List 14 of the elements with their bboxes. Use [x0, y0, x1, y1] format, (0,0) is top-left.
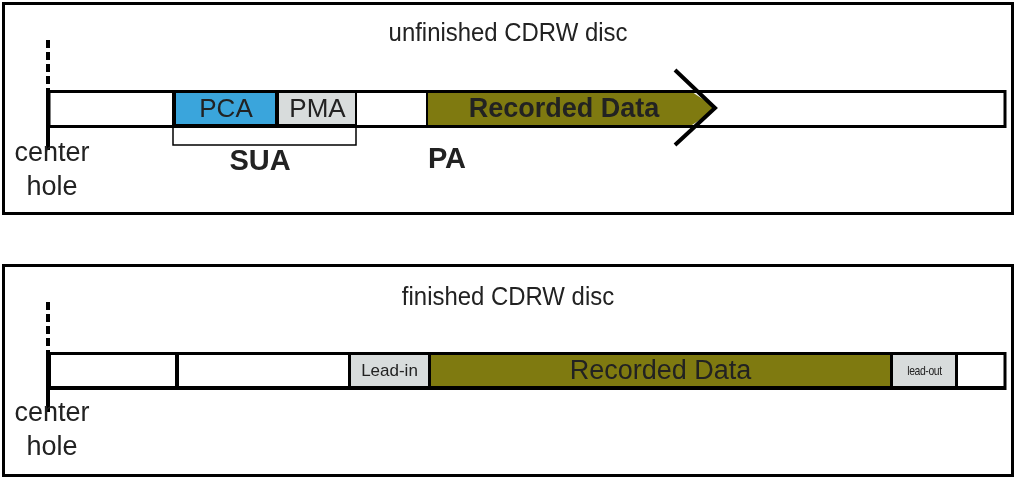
- segment-label: lead-out: [906, 363, 942, 378]
- part-label: center hole: [13, 136, 91, 203]
- segment-label: Recorded Data: [468, 93, 661, 124]
- segment-label: PCA: [199, 93, 253, 124]
- segment-label: PMA: [289, 93, 346, 124]
- panel-title: finished CDRW disc: [400, 281, 616, 312]
- diagram-panel: [2, 264, 1014, 477]
- segment-label: Recorded Data: [569, 355, 752, 386]
- panel-title: unfinished CDRW disc: [387, 17, 629, 48]
- part-label: PA: [426, 141, 468, 176]
- part-label: SUA: [228, 143, 292, 178]
- segment-label: Lead-in: [361, 360, 418, 381]
- part-label: center hole: [13, 396, 91, 463]
- diagram-panel: [2, 2, 1014, 215]
